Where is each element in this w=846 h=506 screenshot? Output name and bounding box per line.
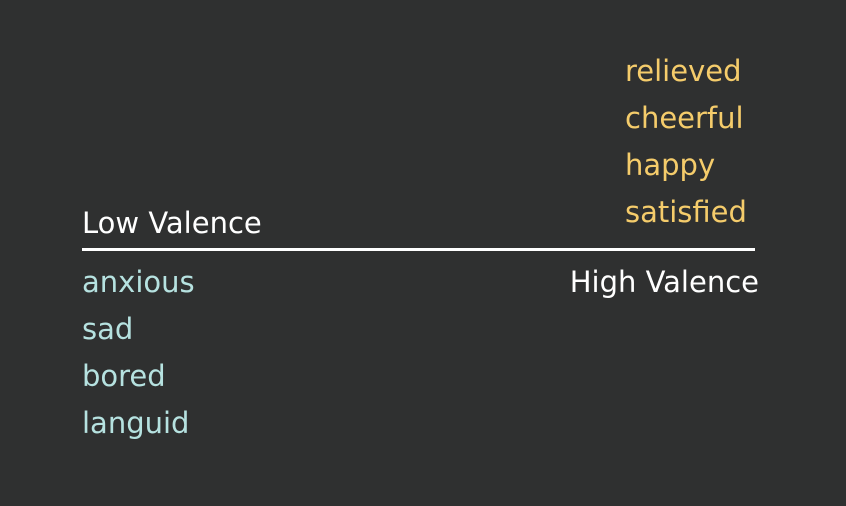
high-valence-word: happy: [625, 148, 716, 182]
low-valence-word: sad: [82, 312, 134, 346]
low-valence-word-list: anxious sad bored languid: [82, 259, 195, 447]
high-valence-label: High Valence: [569, 265, 759, 299]
high-valence-word: relieved: [625, 54, 742, 88]
high-valence-word: cheerful: [625, 101, 744, 135]
low-valence-word: languid: [82, 406, 190, 440]
high-valence-word-list: relieved cheerful happy satisfied: [625, 48, 747, 236]
low-valence-label: Low Valence: [82, 206, 262, 240]
low-valence-word: anxious: [82, 265, 195, 299]
high-valence-word: satisfied: [625, 195, 747, 229]
low-valence-word: bored: [82, 359, 166, 393]
valence-axis-line: [82, 248, 755, 251]
